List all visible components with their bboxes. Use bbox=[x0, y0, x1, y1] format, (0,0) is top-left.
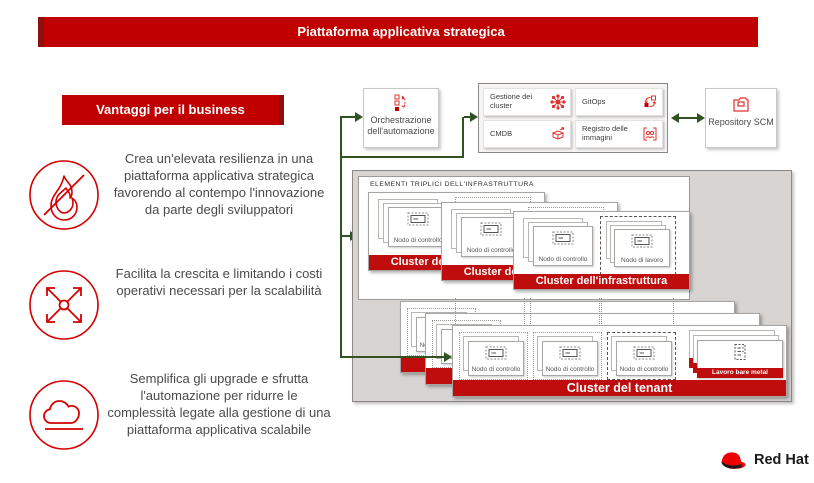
control-node-card: Nodo di controllo bbox=[616, 341, 672, 376]
chip-icon bbox=[631, 234, 653, 248]
gitops-label: GitOps bbox=[582, 96, 606, 106]
control-node-card: Nodo di controllo bbox=[533, 226, 593, 266]
repository-scm-label: Repository SCM bbox=[708, 116, 774, 127]
control-node-label: Nodo di controllo bbox=[466, 247, 516, 254]
mapping-dotted-line bbox=[599, 298, 600, 326]
connector-bus-line bbox=[340, 116, 342, 358]
cmdb-label: CMDB bbox=[490, 128, 513, 138]
arrowhead-tools bbox=[470, 112, 481, 122]
folder-icon bbox=[733, 97, 749, 112]
bare-metal-card: Lavoro bare metal bbox=[697, 340, 783, 378]
gitops-icon bbox=[644, 95, 657, 108]
mapping-dotted-line bbox=[601, 298, 602, 326]
connector-to-orchestration bbox=[342, 116, 356, 118]
arrowhead-tenant bbox=[444, 352, 455, 362]
control-node-label: Nodo di controllo bbox=[619, 366, 669, 373]
chip-icon bbox=[485, 346, 507, 360]
redhat-fedora-icon bbox=[721, 452, 746, 469]
chip-icon bbox=[552, 231, 574, 245]
connector-to-tools bbox=[464, 116, 471, 118]
connector-to-tenant bbox=[342, 356, 444, 358]
redhat-logo: Red Hat bbox=[714, 448, 809, 472]
repository-scm-box: Repository SCM bbox=[705, 88, 777, 148]
arrowhead-repo-side bbox=[697, 113, 708, 123]
worker-node-card: Nodo di lavoro bbox=[614, 229, 670, 267]
benefit-text-1: Crea un'elevata resilienza in una piatta… bbox=[113, 151, 325, 218]
bare-metal-server-icon bbox=[734, 344, 746, 360]
worker-node-label: Nodo di lavoro bbox=[621, 257, 663, 264]
control-node-label: Nodo di controllo bbox=[538, 256, 588, 263]
image-registry-card: Registro delle immagini bbox=[575, 120, 663, 148]
connector-elbow-h bbox=[340, 156, 464, 158]
benefit-text-3: Semplifica gli upgrade e sfrutta l'autom… bbox=[107, 371, 331, 438]
redhat-logo-text: Red Hat bbox=[754, 452, 809, 468]
tenant-cluster-box-3: Nodo di controllo Nodo di controllo Nodo… bbox=[452, 325, 787, 397]
arrowhead-tools-side bbox=[668, 113, 679, 123]
benefit-text-2: Facilita la crescita e limitando i costi… bbox=[115, 266, 323, 299]
chip-icon bbox=[480, 222, 502, 236]
automation-orchestration-box: Orchestrazione dell'automazione bbox=[363, 88, 439, 148]
infrastructure-heading: ELEMENTI TRIPLICI DELL'INFRASTRUTTURA bbox=[370, 181, 534, 188]
mapping-dotted-line bbox=[455, 298, 456, 326]
gitops-card: GitOps bbox=[575, 88, 663, 116]
control-node-card: Nodo di controllo bbox=[388, 207, 448, 247]
arrowhead-orchestration bbox=[355, 112, 366, 122]
mapping-dotted-line bbox=[524, 298, 525, 326]
connector-elbow-v bbox=[462, 117, 464, 158]
image-registry-label: Registro delle immagini bbox=[582, 124, 628, 142]
connector-to-infrastructure bbox=[342, 235, 350, 237]
control-node-label: Nodo di controllo bbox=[393, 237, 443, 244]
control-node-card: Nodo di controllo bbox=[461, 217, 521, 257]
management-tools-group: Gestione dei cluster GitOps bbox=[478, 83, 668, 153]
infrastructure-cluster-banner: Cluster dell'infrastruttura bbox=[514, 274, 689, 289]
chip-icon bbox=[633, 346, 655, 360]
control-node-card: Nodo di controllo bbox=[468, 341, 524, 376]
control-node-label: Nodo di controllo bbox=[545, 366, 595, 373]
mapping-dotted-line bbox=[673, 298, 674, 326]
cluster-management-label: Gestione dei cluster bbox=[490, 92, 533, 110]
page-title-banner: Piattaforma applicativa strategica bbox=[38, 17, 758, 47]
bare-metal-label: Lavoro bare metal bbox=[697, 368, 783, 378]
chip-icon bbox=[407, 212, 429, 226]
cloud-icon bbox=[29, 380, 99, 450]
benefits-heading: Vantaggi per il business bbox=[96, 102, 245, 117]
cluster-management-card: Gestione dei cluster bbox=[483, 88, 571, 116]
mapping-dotted-line bbox=[530, 298, 531, 326]
automation-orchestration-label: Orchestrazione dell'automazione bbox=[367, 114, 435, 136]
cmdb-icon bbox=[551, 127, 565, 140]
connector-tools-repo bbox=[674, 117, 698, 119]
chip-icon bbox=[559, 346, 581, 360]
worker-node-zone: Nodo di lavoro bbox=[600, 216, 676, 275]
cluster-management-icon bbox=[550, 94, 566, 110]
tenant-cluster-banner: Cluster del tenant bbox=[453, 380, 786, 396]
no-fire-icon bbox=[29, 160, 99, 230]
cmdb-card: CMDB bbox=[483, 120, 571, 148]
image-registry-icon bbox=[643, 127, 657, 141]
control-node-label: Nodo di controllo bbox=[471, 366, 521, 373]
infrastructure-cluster-box-3: Nodo di controllo Nodo di lavoro Cluster… bbox=[513, 211, 690, 290]
control-node-card: Nodo di controllo bbox=[542, 341, 598, 376]
benefits-heading-banner: Vantaggi per il business bbox=[62, 95, 284, 125]
expand-arrows-icon bbox=[29, 270, 99, 340]
automation-icon bbox=[394, 94, 406, 111]
page-title: Piattaforma applicativa strategica bbox=[297, 24, 505, 39]
bare-metal-stack: Lavoro bare metal bbox=[689, 330, 783, 378]
